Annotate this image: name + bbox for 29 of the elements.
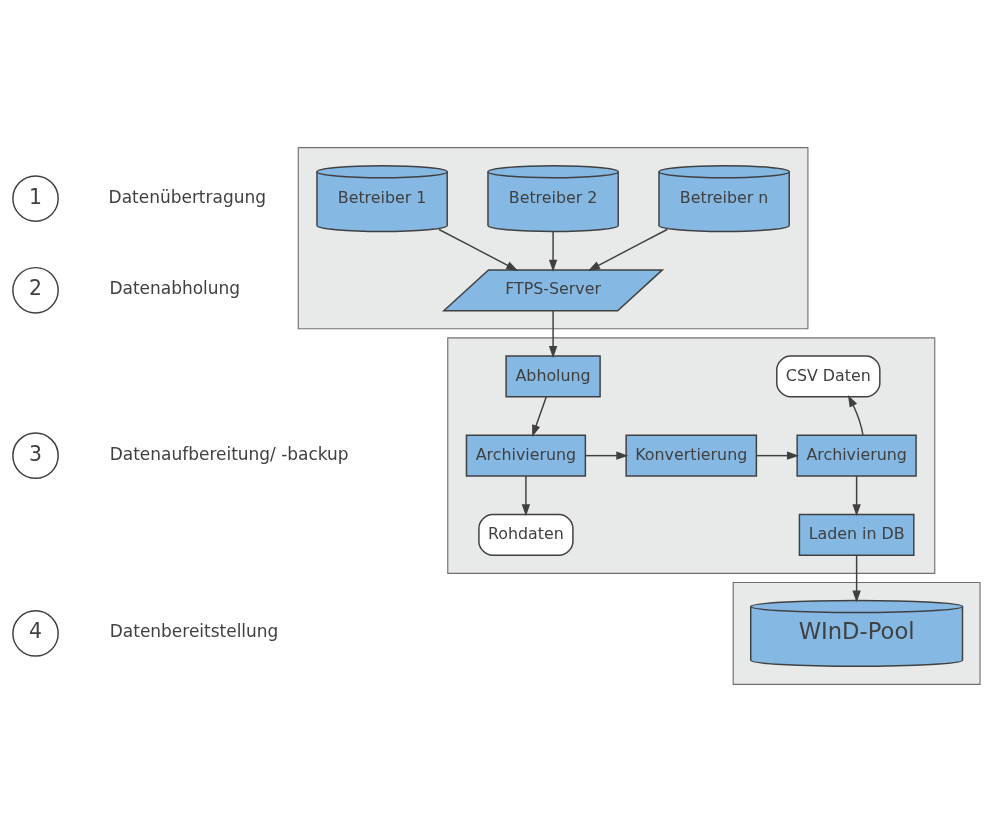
arrow (852, 475, 861, 517)
arrow (548, 310, 558, 359)
arrow (548, 230, 558, 272)
arrow (532, 396, 547, 437)
node-box: CSV Daten (776, 355, 881, 398)
node-circle: 4 (12, 610, 59, 657)
node-box: Abholung (505, 355, 601, 398)
node-box: Archivierung (796, 434, 917, 477)
cluster (297, 147, 809, 330)
arrow (587, 228, 668, 271)
node-label: Datenabholung (109, 278, 241, 299)
arrow (852, 554, 861, 603)
node-label: Datenaufbereitung/ -backup (109, 443, 349, 464)
node-box: Rohdaten (478, 513, 574, 557)
node-box: Konvertierung (625, 434, 758, 477)
arrow (755, 451, 799, 460)
node-circle: 3 (12, 432, 59, 480)
arrow (847, 394, 864, 436)
node-label: Datenübertragung (108, 186, 266, 207)
cluster (732, 581, 981, 685)
node-box: Archivierung (465, 434, 587, 477)
node-box: Laden in DB (798, 513, 915, 557)
arrow (521, 475, 531, 517)
node-circle: 2 (12, 266, 59, 314)
node-circle: 1 (12, 175, 59, 222)
arrow (584, 451, 629, 460)
cluster (447, 337, 936, 574)
node-label: Datenbereitstellung (109, 621, 279, 642)
arrow (438, 228, 519, 271)
